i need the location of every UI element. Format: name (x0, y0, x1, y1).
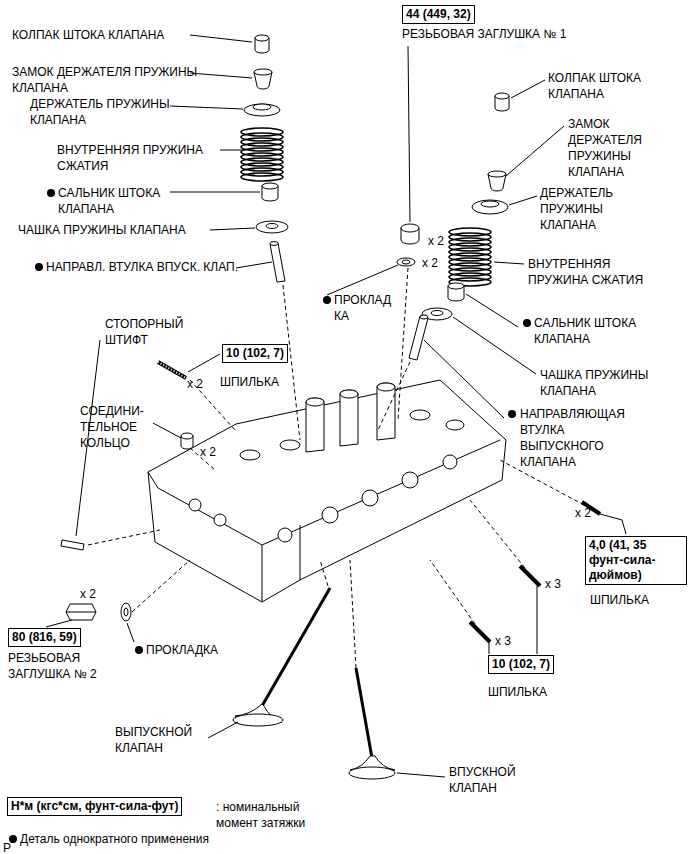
part-label: САЛЬНИК ШТОКА КЛАПАНА (58, 185, 208, 217)
part-label: ПРОКЛАД КА (334, 292, 400, 324)
part-label: x 2 (422, 255, 438, 271)
part-label: ЗАМОК ДЕРЖАТЕЛЯ ПРУЖИНЫ КЛАПАНА (568, 116, 668, 180)
part-label: САЛЬНИК ШТОКА КЛАПАНА (534, 315, 674, 347)
torque-value: 10 (102, 7) (226, 346, 284, 361)
part-label: ШПИЛЬКА (488, 684, 547, 700)
part-label: x 2 (80, 586, 96, 602)
torque-value: 10 (102, 7) (492, 657, 550, 672)
part-label: x 2 (575, 505, 591, 521)
part-label: СТОПОРНЫЙ ШТИФТ (105, 316, 197, 348)
torque-value: 44 (449, 32) (406, 7, 471, 22)
part-label: ЧАШКА ПРУЖИНЫ КЛАПАНА (18, 222, 258, 238)
torque-box: 80 (816, 59) (8, 628, 81, 647)
torque-value: Н*м (кгс*см, фунт-сила-фут) (11, 799, 178, 814)
part-label: x 2 (428, 233, 444, 249)
legend-entry: Деталь однократного применения (20, 831, 209, 847)
part-label: ДЕРЖАТЕЛЬ ПРУЖИНЫ КЛАПАНА (30, 96, 205, 128)
part-label: НАПРАВЛЯЮЩАЯ ВТУЛКА ВЫПУСКНОГО КЛАПАНА (520, 406, 632, 470)
part-label: ПРОКЛАДКА (146, 642, 218, 658)
legend-text: Деталь однократного применения (20, 832, 209, 846)
part-label: НАПРАВЛ. ВТУЛКА ВПУСК. КЛАП. (46, 259, 238, 275)
legend-entry: : номинальный момент затяжки (216, 799, 328, 831)
part-label: ВНУТРЕННЯЯ ПРУЖИНА СЖАТИЯ (57, 142, 217, 174)
spring-coil (241, 173, 283, 181)
part-label: x 3 (495, 633, 511, 649)
torque-box: 10 (102, 7) (488, 655, 554, 674)
part-label: x 3 (545, 576, 561, 592)
part-label: КОЛПАК ШТОКА КЛАПАНА (548, 70, 678, 102)
part-label: P (3, 840, 11, 854)
part-label: ДЕРЖАТЕЛЬ ПРУЖИНЫ КЛАПАНА (540, 185, 640, 233)
leader-line (46, 35, 626, 777)
part-label: ВНУТРЕННЯЯ ПРУЖИНА СЖАТИЯ (528, 256, 670, 288)
torque-box: 44 (449, 32) (402, 5, 475, 24)
cylinder-head (148, 380, 506, 602)
part-label: ШПИЛЬКА (220, 374, 279, 390)
torque-box: 10 (102, 7) (222, 344, 288, 363)
small-parts (61, 362, 600, 779)
part-label: ВПУСКНОЙ КЛАПАН (449, 764, 541, 796)
torque-value: 80 (816, 59) (12, 630, 77, 645)
part-label: РЕЗЬБОВАЯ ЗАГЛУШКА № 2 (8, 650, 120, 682)
part-label: x 2 (187, 376, 203, 392)
part-label: x 2 (200, 444, 216, 460)
part-label: ЧАШКА ПРУЖИНЫ КЛАПАНА (540, 367, 680, 399)
compression-spring (449, 228, 491, 286)
compression-spring (241, 128, 283, 181)
part-label: РЕЗЬБОВАЯ ЗАГЛУШКА № 1 (402, 26, 632, 42)
part-label: ШПИЛЬКА (590, 592, 649, 608)
part-label: СОЕДИНИ- ТЕЛЬНОЕ КОЛЬЦО (80, 403, 155, 451)
part-label: ЗАМОК ДЕРЖАТЕЛЯ ПРУЖИНЫ КЛАПАНА (12, 64, 212, 96)
intake-valve-parts (241, 35, 288, 282)
part-label: КОЛПАК ШТОКА КЛАПАНА (12, 27, 252, 43)
part-label: ВЫПУСКНОЙ КЛАПАН (115, 724, 207, 756)
torque-value: 4,0 (41, 35 фунт-сила-дюймов) (589, 538, 683, 583)
one-time-use-dot (9, 189, 531, 843)
assembly-line (88, 268, 584, 668)
exhaust-valve-parts (397, 93, 509, 360)
torque-box: 4,0 (41, 35 фунт-сила-дюймов) (585, 536, 687, 585)
legend-text: : номинальный момент затяжки (216, 800, 305, 830)
torque-box: Н*м (кгс*см, фунт-сила-фут) (7, 797, 182, 816)
